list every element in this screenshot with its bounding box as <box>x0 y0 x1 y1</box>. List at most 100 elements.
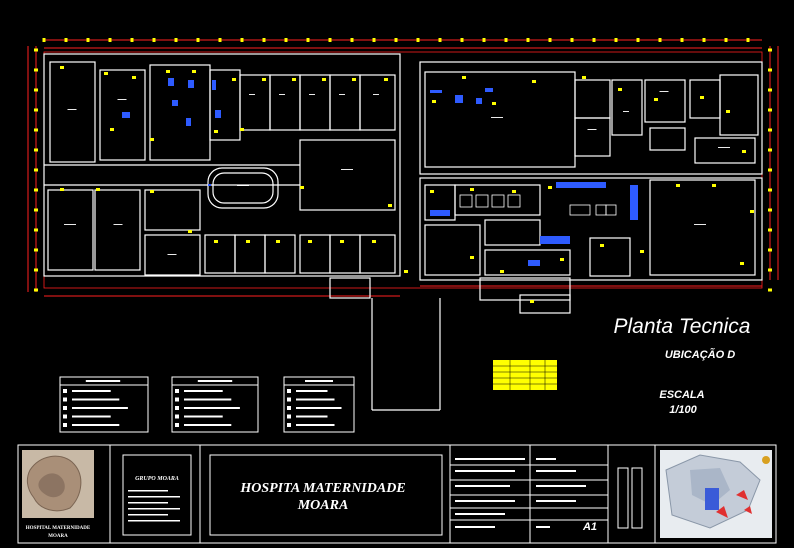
legend-symbol <box>175 397 179 402</box>
dimension-tick <box>218 38 222 42</box>
legend-text-line <box>72 398 120 401</box>
dimension-tick <box>416 38 420 42</box>
title-block-field-line <box>455 500 515 502</box>
dimension-tick <box>614 38 618 42</box>
door-marker <box>276 240 280 243</box>
dimension-tick <box>174 38 178 42</box>
door-marker <box>60 188 64 191</box>
legend-text-line <box>296 390 328 392</box>
legend-text-line <box>296 424 335 426</box>
legend-symbol <box>175 406 179 410</box>
svg-text:▬▬▬▬: ▬▬▬▬ <box>491 115 503 119</box>
dimension-tick <box>34 188 38 192</box>
door-marker <box>150 190 154 193</box>
door-marker <box>500 270 504 273</box>
dimension-tick <box>86 38 90 42</box>
dimension-tick <box>768 188 772 192</box>
group-info-line <box>128 514 168 516</box>
group-info-line <box>128 496 180 498</box>
door-marker <box>512 190 516 193</box>
dimension-tick <box>768 48 772 52</box>
title-block-field-line <box>455 513 505 515</box>
legend-text-line <box>72 415 111 418</box>
dimension-tick <box>768 288 772 292</box>
dimension-tick <box>680 38 684 42</box>
left-wing-room-labels: ▬▬▬ ▬▬▬ ▬▬ ▬▬ ▬▬ ▬▬ ▬▬ ▬▬▬▬ ▬▬▬▬ ▬▬▬ ▬▬▬… <box>64 92 379 256</box>
dimension-tick <box>108 38 112 42</box>
svg-text:▬▬: ▬▬ <box>623 109 629 113</box>
dimension-tick <box>34 148 38 152</box>
door-marker <box>110 128 114 131</box>
svg-text:▬▬▬: ▬▬▬ <box>68 107 77 111</box>
legend-symbol <box>287 423 291 427</box>
scale-label: ESCALA <box>659 389 704 401</box>
door-marker <box>492 102 496 105</box>
svg-text:▬▬▬: ▬▬▬ <box>114 222 123 226</box>
legend-text-line <box>72 407 128 409</box>
svg-text:▬▬▬▬: ▬▬▬▬ <box>341 167 353 171</box>
legend-panels <box>59 376 355 433</box>
dimension-tick <box>284 38 288 42</box>
dimension-tick <box>768 228 772 232</box>
svg-text:▬▬▬: ▬▬▬ <box>588 127 597 131</box>
left-wing-walls <box>43 53 441 411</box>
legend-symbol <box>175 414 179 419</box>
right-wing-room-labels: ▬▬▬▬ ▬▬▬ ▬▬ ▬▬▬ ▬▬▬▬ ▬▬▬▬ <box>491 89 730 226</box>
dimension-tick <box>34 88 38 92</box>
annotation-markers <box>60 66 754 303</box>
legend-symbol <box>287 397 291 402</box>
svg-text:▬▬: ▬▬ <box>373 92 379 96</box>
door-marker <box>470 256 474 259</box>
door-marker <box>104 72 108 75</box>
title-block-field-line <box>455 526 495 528</box>
legend-lines <box>63 380 342 427</box>
door-marker <box>726 110 730 113</box>
dimension-tick <box>724 38 728 42</box>
title-block-text-lines <box>128 458 586 528</box>
door-marker <box>166 70 170 73</box>
door-marker <box>214 240 218 243</box>
door-marker <box>246 240 250 243</box>
dimension-tick <box>746 38 750 42</box>
group-info-line <box>128 490 168 492</box>
dimension-tick <box>768 148 772 152</box>
title-block-field-line <box>536 500 576 502</box>
thumbnail-caption-line1: HOSPITAL MATERNIDADE <box>26 526 91 531</box>
legend-text-line <box>296 398 335 401</box>
dimension-tick <box>34 268 38 272</box>
dimension-tick <box>262 38 266 42</box>
door-marker <box>214 130 218 133</box>
door-marker <box>262 78 266 81</box>
scale-value: 1/100 <box>669 404 697 416</box>
door-marker <box>384 78 388 81</box>
legend-header-line <box>85 380 121 382</box>
legend-header-line <box>197 380 233 382</box>
dimension-tick <box>64 38 68 42</box>
door-marker <box>600 244 604 247</box>
dimension-tick <box>34 128 38 132</box>
door-marker <box>582 76 586 79</box>
sheet-size: A1 <box>582 521 597 533</box>
legend-text-line <box>296 415 328 418</box>
dimension-tick <box>504 38 508 42</box>
legend-text-line <box>296 407 342 409</box>
legend-symbol <box>63 397 67 402</box>
drawing-subtitle: UBICAÇÃO D <box>665 348 735 361</box>
dimension-tick <box>482 38 486 42</box>
dimension-tick <box>196 38 200 42</box>
dimension-tick <box>526 38 530 42</box>
group-info-line <box>128 508 180 510</box>
right-wing-walls <box>419 61 763 314</box>
dimension-tick <box>438 38 442 42</box>
legend-text-line <box>184 415 223 418</box>
door-marker <box>430 190 434 193</box>
svg-text:▬▬: ▬▬ <box>279 92 285 96</box>
legend-text-line <box>184 424 232 426</box>
legend-text-line <box>184 390 223 392</box>
title-block-field-line <box>455 470 515 472</box>
left-wing-fixtures <box>122 78 221 186</box>
title-block-field-line <box>536 458 556 460</box>
title-block-field-line <box>455 458 525 460</box>
door-marker <box>372 240 376 243</box>
